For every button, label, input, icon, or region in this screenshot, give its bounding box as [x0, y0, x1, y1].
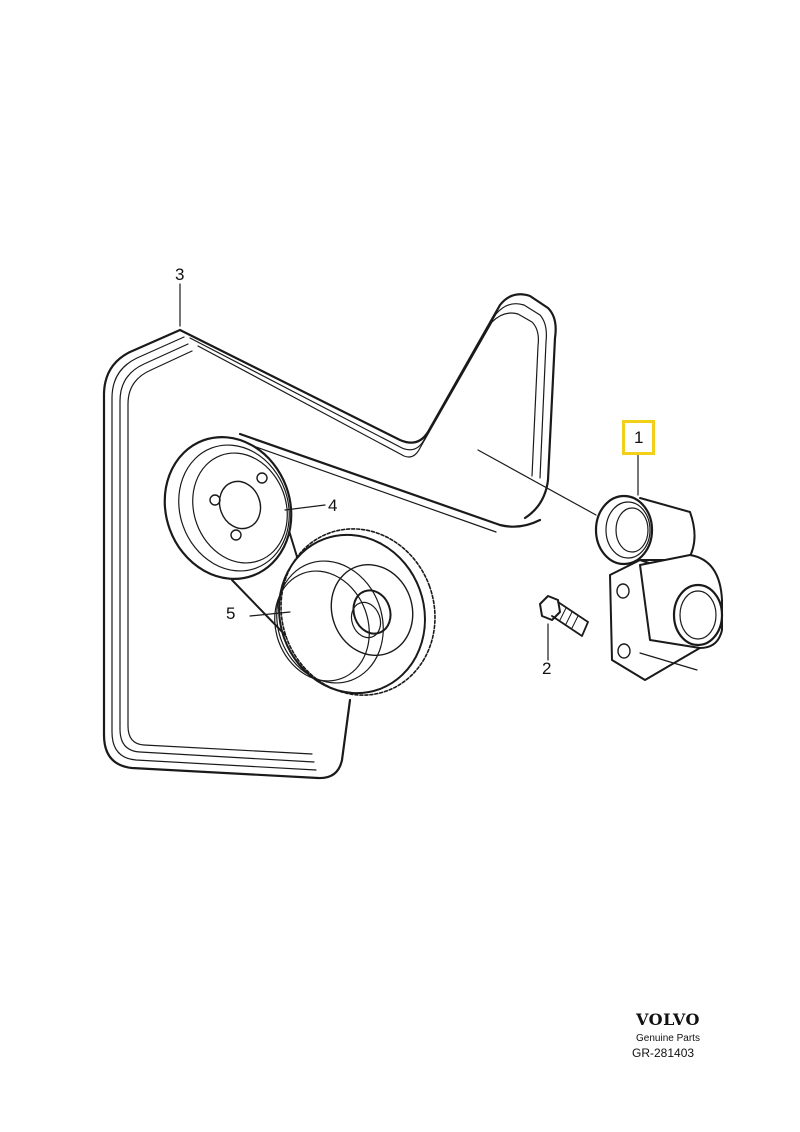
brand-block: VOLVO Genuine Parts [628, 1010, 708, 1044]
bolt [539, 595, 589, 637]
crankshaft-pulley [274, 528, 436, 696]
callout-4[interactable]: 4 [328, 497, 337, 514]
drive-belt [102, 293, 557, 780]
callout-2[interactable]: 2 [542, 660, 551, 677]
brand-logo: VOLVO [636, 1010, 700, 1029]
callout-5[interactable]: 5 [226, 605, 235, 622]
callout-2-label: 2 [542, 659, 552, 678]
idler-pulley [163, 435, 293, 581]
callout-3-label: 3 [175, 265, 185, 284]
callout-1-label: 1 [634, 428, 644, 447]
diagram-id: GR-281403 [632, 1046, 695, 1060]
belt-tensioner [594, 494, 724, 681]
leader-lines [179, 283, 698, 671]
callout-3[interactable]: 3 [175, 266, 184, 283]
callout-4-label: 4 [328, 496, 338, 515]
brand-subtitle: Genuine Parts [636, 1033, 700, 1044]
callout-1[interactable]: 1 [622, 420, 656, 455]
callout-5-label: 5 [226, 604, 236, 623]
